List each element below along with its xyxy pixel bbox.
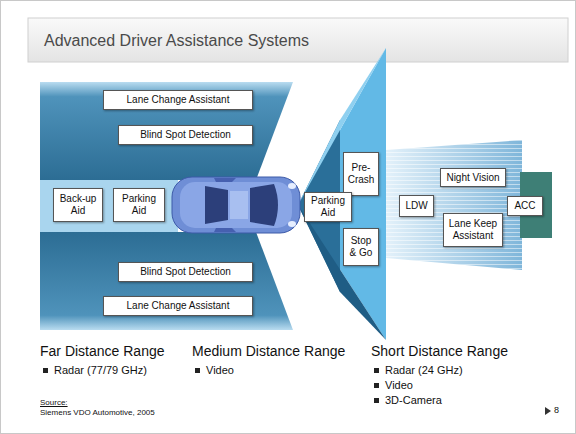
feature-label: Blind Spot Detection <box>140 129 231 141</box>
feature-label: Stop & Go <box>347 235 375 259</box>
feature-box: Blind Spot Detection <box>118 262 253 282</box>
feature-label: Parking Aid <box>117 193 161 217</box>
feature-box: Lane Keep Assistant <box>443 213 503 247</box>
feature-box: Lane Change Assistant <box>103 90 253 110</box>
sensor-item: Video <box>194 364 234 376</box>
sensor-item: 3D-Camera <box>373 394 442 406</box>
feature-label: ACC <box>514 200 535 212</box>
feature-label: Lane Change Assistant <box>127 94 230 106</box>
page-number: 8 <box>554 405 559 415</box>
feature-label: Pre-Crash <box>347 162 375 186</box>
feature-box: Stop & Go <box>343 228 379 266</box>
feature-box: LDW <box>399 195 434 217</box>
feature-box: Parking Aid <box>304 192 352 222</box>
feature-box: ACC <box>507 196 543 216</box>
feature-box: Lane Change Assistant <box>103 296 253 316</box>
feature-label: Blind Spot Detection <box>140 266 231 278</box>
feature-label: Night Vision <box>446 172 499 184</box>
sensor-item: Video <box>373 379 413 391</box>
range-heading: Short Distance Range <box>371 343 508 359</box>
slide-title: Advanced Driver Assistance Systems <box>44 32 309 50</box>
feature-box: Back-up Aid <box>53 188 103 222</box>
feature-label: Parking Aid <box>308 195 348 219</box>
feature-box: Parking Aid <box>113 188 165 222</box>
feature-box: Pre-Crash <box>343 152 379 196</box>
feature-label: Back-up Aid <box>57 193 99 217</box>
sensor-item: Radar (77/79 GHz) <box>42 364 147 376</box>
feature-label: LDW <box>405 200 427 212</box>
range-heading: Far Distance Range <box>40 343 165 359</box>
source-label: Source: <box>40 398 68 407</box>
feature-box: Night Vision <box>440 168 506 187</box>
feature-label: Lane Keep Assistant <box>447 218 499 242</box>
sensor-item: Radar (24 GHz) <box>373 364 463 376</box>
feature-label: Lane Change Assistant <box>127 300 230 312</box>
feature-box: Blind Spot Detection <box>118 125 253 145</box>
source-text: Siemens VDO Automotive, 2005 <box>40 408 155 417</box>
page-arrow <box>545 407 551 415</box>
car-illustration <box>172 177 300 233</box>
range-heading: Medium Distance Range <box>192 343 345 359</box>
